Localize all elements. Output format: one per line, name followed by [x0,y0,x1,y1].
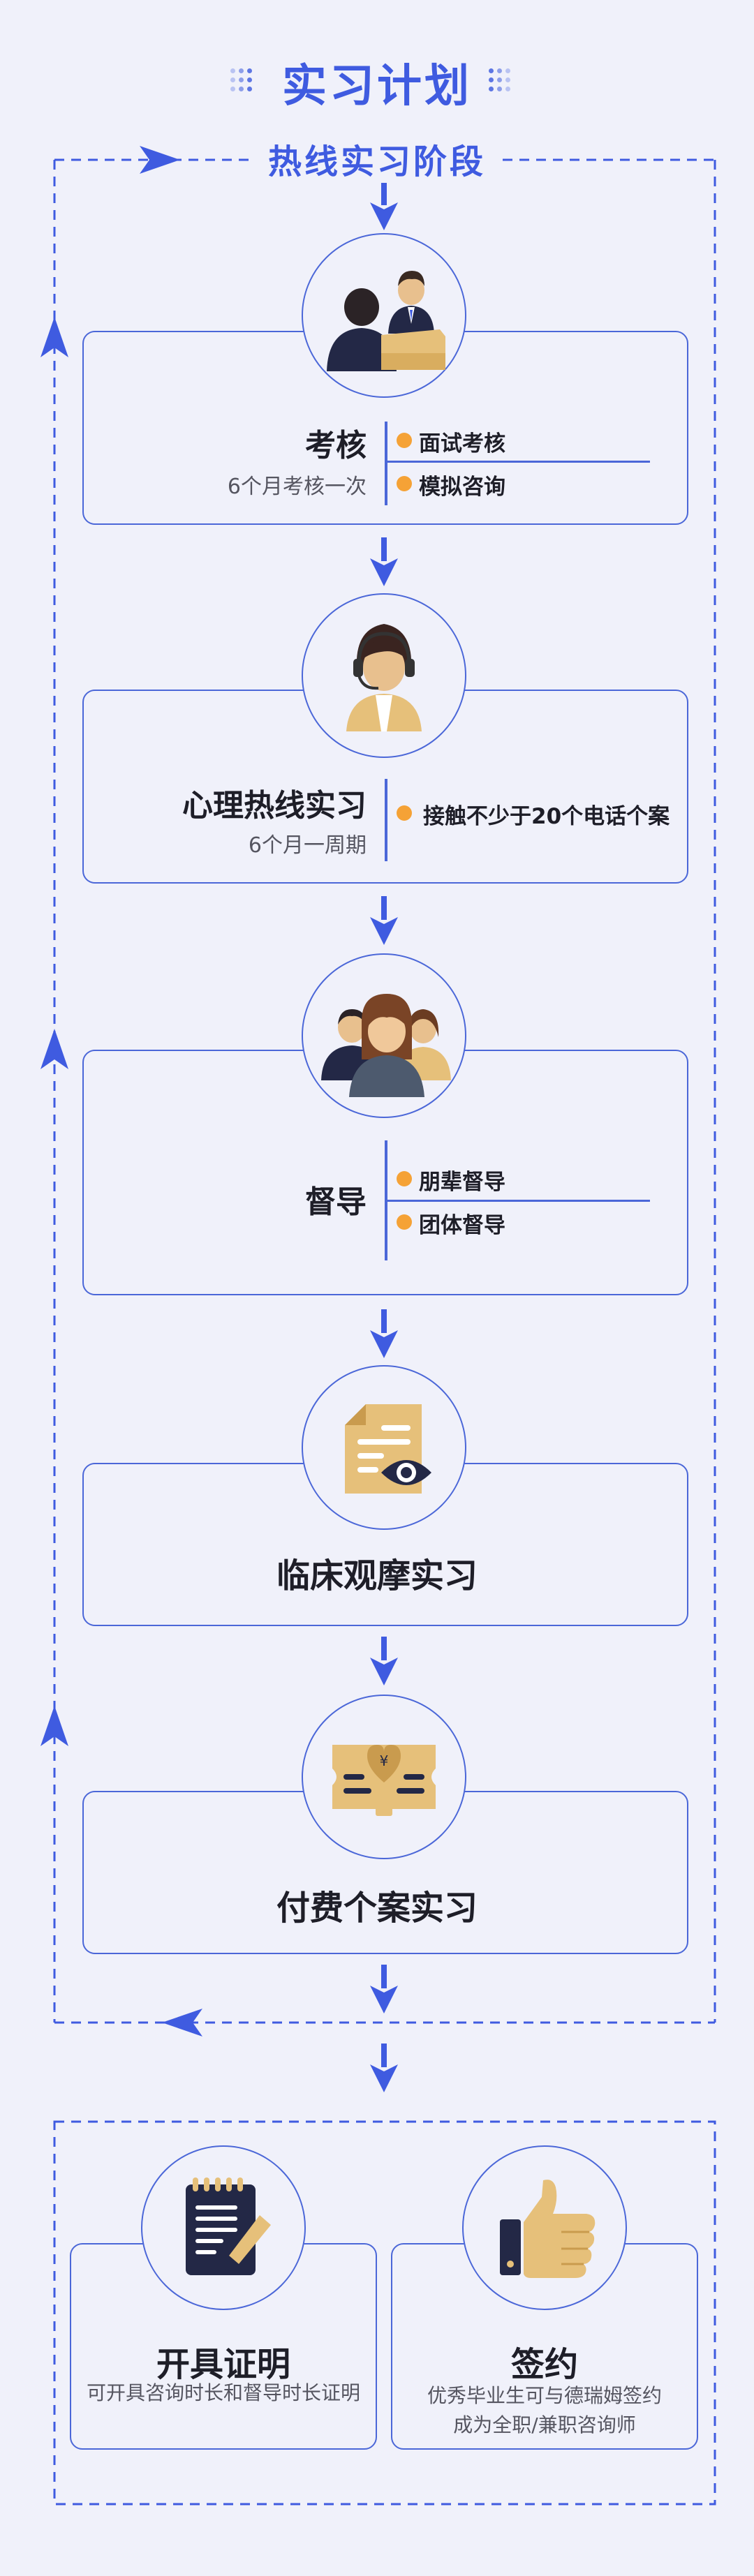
bullet-dot [397,1171,412,1186]
result-icon-circle [462,2145,627,2310]
arrow-left-icon [162,2009,202,2037]
money-envelope-icon: ¥ [332,1745,436,1816]
result-title: 签约 [510,2345,578,2384]
bullet-divider [387,461,650,463]
interview-icon [327,271,445,371]
stage-name: 付费个案实习 [276,1889,478,1928]
arrow-up-icon [40,317,68,357]
arrow-up-icon [40,1029,68,1069]
arrow-right-icon [140,146,180,174]
title-dots-right [489,68,524,96]
result-desc: 成为全职/兼职咨询师 [453,2413,636,2436]
bullet-divider [387,1200,650,1202]
bullet-dot [397,433,412,448]
arrow-down-icon [370,181,398,230]
stage-title: 热线实习阶段 [251,134,503,183]
stage-name: 临床观摩实习 [276,1556,478,1595]
result-icon-circle [141,2145,306,2310]
stage-name: 心理热线实习 [182,788,367,824]
bullet-dot [397,476,412,491]
group-people-icon [321,994,451,1097]
thumbs-up-icon [500,2180,596,2278]
notepad-pen-icon [186,2177,271,2275]
bullet-dot [397,1214,412,1230]
stage-sub: 6个月考核一次 [227,475,367,499]
divider [385,422,387,505]
arrow-down-icon [370,1965,398,2013]
arrow-down-icon [370,1637,398,1685]
divider [385,1140,387,1260]
result-title: 开具证明 [156,2345,290,2384]
stage-sub: 6个月一周期 [248,833,367,858]
page-title: 实习计划 [282,61,472,112]
arrow-down-icon [370,1309,398,1358]
arrow-down-icon [370,537,398,586]
bullet-text: 模拟咨询 [419,475,505,500]
result-desc: 可开具咨询时长和督导时长证明 [86,2381,360,2404]
stage-icon-circle [302,593,466,758]
document-eye-icon [345,1404,431,1494]
step-arrows [370,181,398,2092]
result-desc: 优秀毕业生可与德瑞姆签约 [427,2384,662,2407]
svg-text:¥: ¥ [380,1752,389,1769]
results-border [53,2120,716,2506]
stage-icon-circle [302,953,466,1118]
loop-arrows [40,146,202,2037]
arrow-down-icon [370,896,398,945]
bullet-text: 团体督导 [419,1213,505,1238]
arrow-up-icon [40,1706,68,1746]
bullet-text: 面试考核 [419,431,505,456]
result-card-contract [391,2243,698,2450]
title-dots-left [230,68,265,96]
arrow-down-icon [370,2043,398,2092]
headset-operator-icon [346,624,422,731]
stage-icon-circle [302,1365,466,1530]
bullet-dot [397,805,412,821]
stage-icon-circle: ¥ [302,1695,466,1859]
divider [385,779,387,861]
bullet-text: 朋辈督导 [419,1170,505,1195]
stage-icon-circle [302,233,466,398]
stage-name: 考核 [305,428,367,463]
stage-name: 督导 [305,1184,367,1220]
bullet-text: 接触不少于20个电话个案 [423,804,670,829]
